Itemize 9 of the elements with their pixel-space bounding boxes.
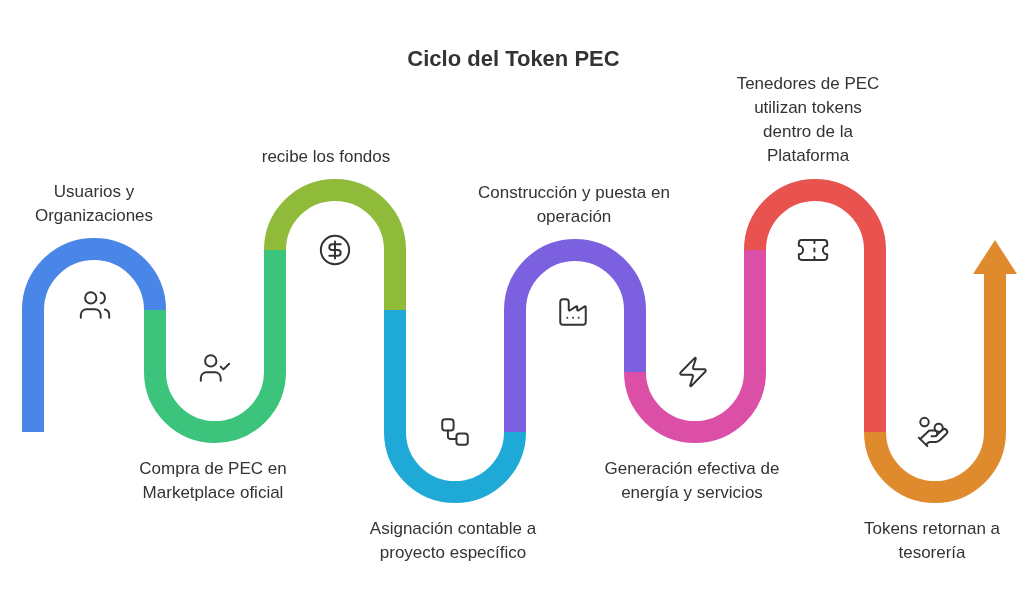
step-label: Compra de PEC en Marketplace oficial: [138, 458, 288, 504]
step-label: Tokens retornan a tesorería: [862, 518, 1002, 564]
step-label: recibe los fondos: [260, 146, 392, 168]
step-label: Usuarios y Organizaciones: [33, 181, 155, 227]
step-label: Tenedores de PEC utilizan tokens dentro de la Plataforma: [735, 73, 881, 167]
step-label: Asignación contable a proyecto específico: [368, 518, 538, 564]
step-label: Generación efectiva de energía y servicios: [603, 458, 781, 504]
step-label: Construcción y puesta en operación: [477, 182, 671, 228]
title: Ciclo del Token PEC: [406, 45, 621, 73]
